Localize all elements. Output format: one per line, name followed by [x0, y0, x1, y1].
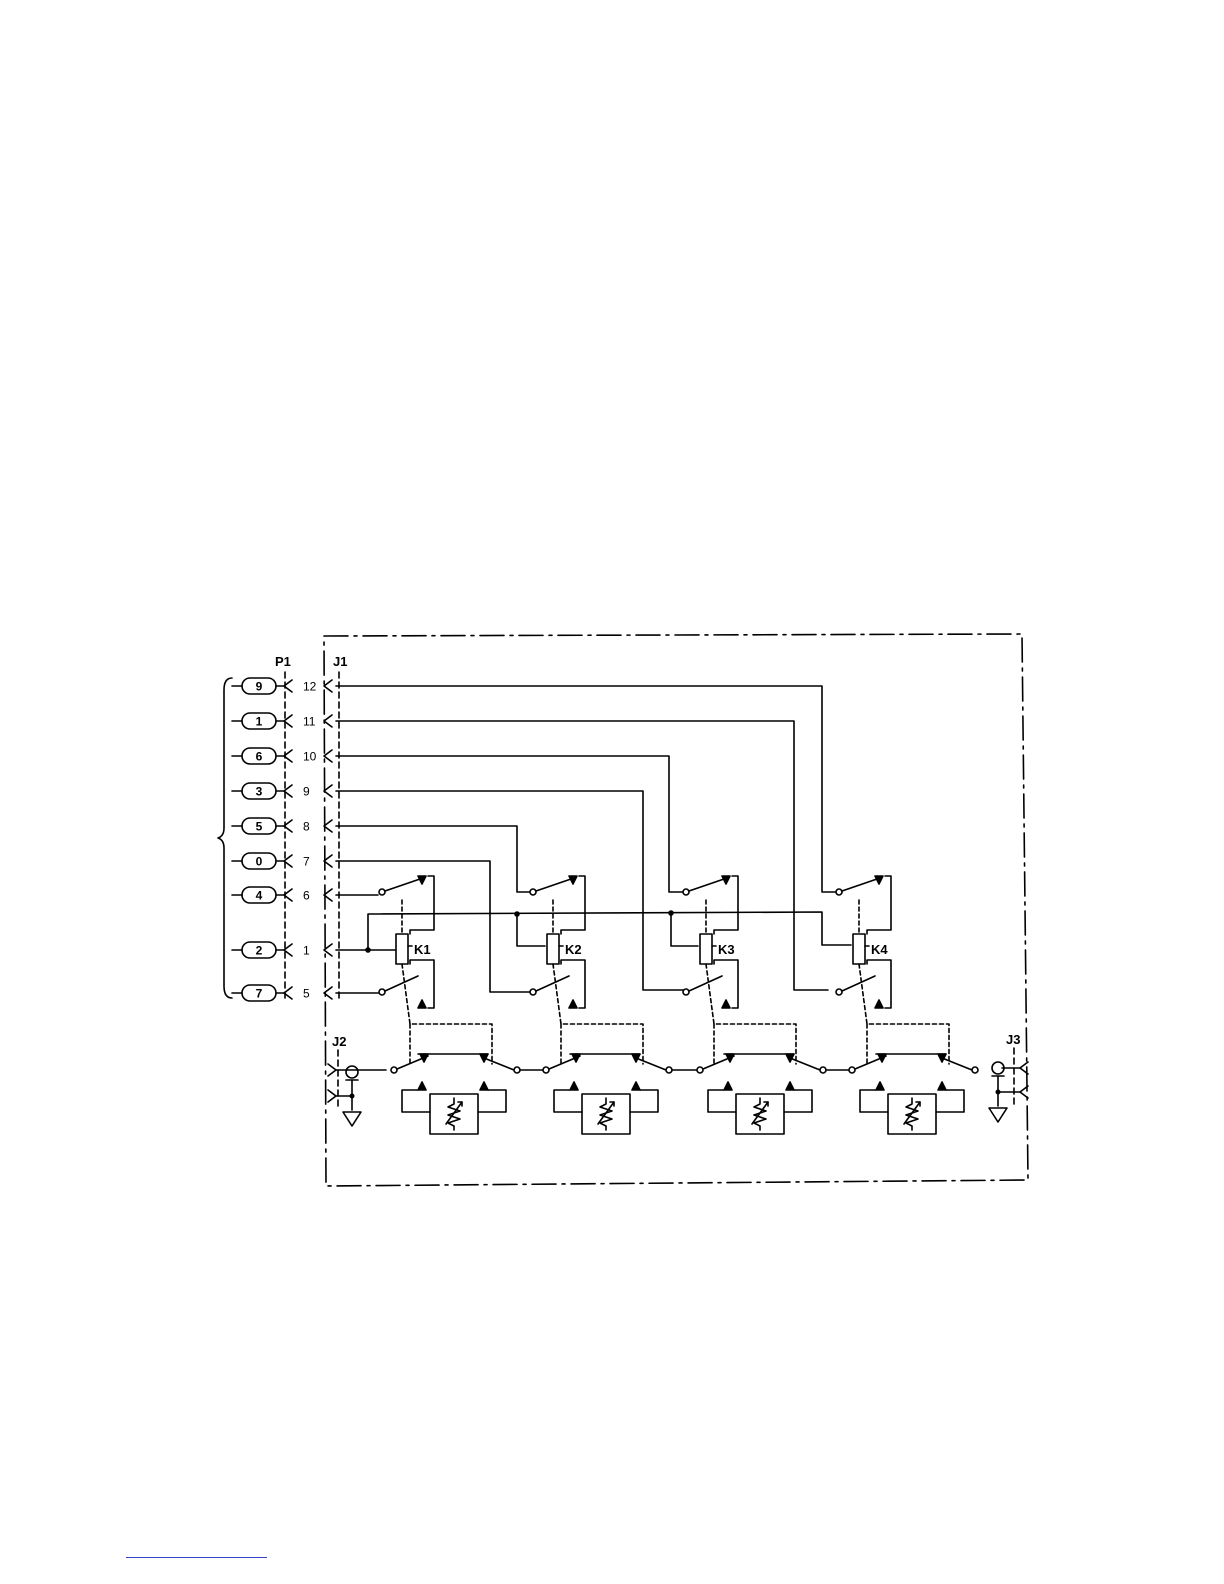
key-label: 5: [256, 820, 263, 834]
pin-number: 7: [303, 855, 310, 869]
attenuator-section: [697, 1054, 849, 1134]
pin-number: 11: [303, 715, 316, 729]
key-label: 3: [256, 785, 263, 799]
j1-pin-fork: [324, 715, 332, 727]
pin-number: 1: [303, 944, 310, 958]
key-label: 4: [256, 889, 263, 903]
pin-number: 6: [303, 889, 310, 903]
rf-node: [543, 1067, 549, 1073]
contact-pivot: [530, 989, 536, 995]
contact-pivot: [530, 889, 536, 895]
pin-number: 12: [303, 680, 317, 694]
p1-label: P1: [275, 654, 291, 669]
relay-linkage: [402, 964, 492, 1064]
j2-label: J2: [332, 1034, 346, 1049]
rf-node: [849, 1067, 855, 1073]
contact-pivot: [683, 989, 689, 995]
rf-node: [820, 1067, 826, 1073]
pin-number: 8: [303, 820, 310, 834]
rf-node: [972, 1067, 978, 1073]
relay-k4: K4: [836, 876, 949, 1064]
pin-number: 9: [303, 785, 310, 799]
relay-k1: K1: [379, 876, 492, 1064]
relay-linkage: [859, 964, 949, 1064]
attenuator-section: [391, 1054, 543, 1134]
contact-pivot: [379, 989, 385, 995]
relay-coil: [396, 934, 408, 964]
pin-number: 5: [303, 987, 310, 1001]
lead-row: 6 10: [232, 748, 332, 764]
rf-node: [514, 1067, 520, 1073]
relay-k2: K2: [530, 876, 643, 1064]
attenuator-sections: [391, 1054, 978, 1134]
rf-node: [391, 1067, 397, 1073]
relay-coil: [700, 934, 712, 964]
j1-label: J1: [333, 654, 347, 669]
attenuator-section: [543, 1054, 697, 1134]
contact-pivot: [379, 889, 385, 895]
footnote-separator: [126, 1557, 267, 1558]
relay-linkage: [553, 964, 643, 1064]
key-label: 9: [256, 680, 263, 694]
attenuator-section: [849, 1054, 978, 1134]
j3-label: J3: [1006, 1032, 1020, 1047]
relay-coil: [853, 934, 865, 964]
relay-label: K2: [565, 942, 582, 957]
relay-label: K4: [871, 942, 888, 957]
rf-node: [697, 1067, 703, 1073]
pin-number: 10: [303, 750, 317, 764]
relay-k3: K3: [683, 876, 796, 1064]
p1-pin-fork: [284, 889, 292, 901]
lead-row: 9 12: [232, 678, 332, 694]
key-label: 2: [256, 944, 263, 958]
relays: K1 K2 K3 K4: [379, 876, 949, 1064]
key-label: 0: [256, 855, 263, 869]
relay-label: K1: [414, 942, 431, 957]
rf-signal-path: [328, 1062, 1028, 1102]
lead-group-brace: [218, 678, 232, 998]
relay-coil: [547, 934, 559, 964]
contact-pivot: [836, 989, 842, 995]
contact-pivot: [836, 889, 842, 895]
relay-label: K3: [718, 942, 735, 957]
key-label: 6: [256, 750, 263, 764]
key-label: 7: [256, 987, 263, 1001]
j1-pin-fork: [324, 680, 332, 692]
contact-pivot: [683, 889, 689, 895]
j1-pin-fork: [324, 987, 332, 999]
relay-linkage: [706, 964, 796, 1064]
key-label: 1: [256, 715, 263, 729]
rf-node: [666, 1067, 672, 1073]
